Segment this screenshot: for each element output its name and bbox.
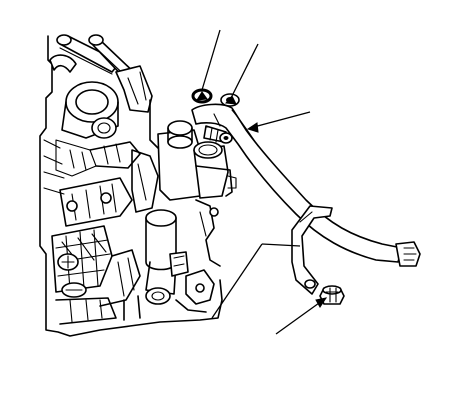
leader-hose (249, 111, 311, 129)
callout-arrowheads (196, 91, 328, 308)
engine-block-icon (39, 34, 237, 337)
leader-bracket (261, 243, 301, 247)
mounting-bracket-icon (291, 205, 333, 295)
leader-hose-clamp (231, 43, 259, 97)
coolant-hose-icon (191, 103, 421, 267)
leader-o-ring (201, 29, 221, 91)
callout-leaders (201, 29, 327, 335)
leader-engine (211, 243, 263, 319)
flange-bolt-icon (319, 285, 345, 305)
leader-bolt (275, 297, 327, 335)
